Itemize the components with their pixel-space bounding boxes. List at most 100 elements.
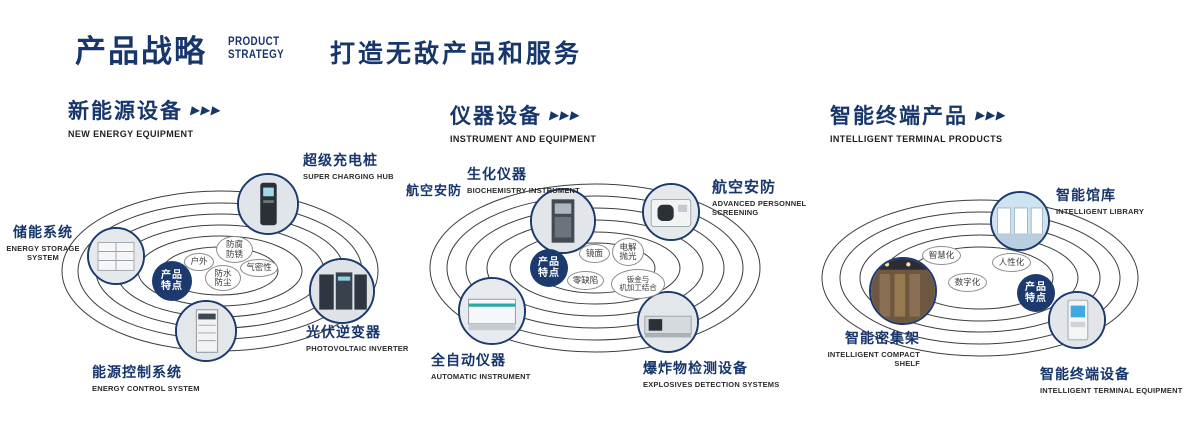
feature-line: 镜面 (585, 247, 603, 258)
product-name-en: ADVANCED PERSONNEL SCREENING (712, 199, 807, 217)
feature-bubble: 零缺陷 (567, 271, 604, 290)
feature-line: 机加工结合 (619, 283, 657, 292)
product-name: 智能密集架 (845, 330, 920, 346)
feature-bubble: 钣金与 机加工结合 (611, 269, 665, 299)
label-intelligent-compact-shelf: 智能密集架 INTELLIGENT COMPACT SHELF (822, 328, 920, 368)
feature-line: 钣金与 (626, 274, 650, 284)
feature-line: 人性化 (998, 256, 1025, 267)
feature-line: 气密性 (246, 262, 272, 273)
product-name-en: INTELLIGENT COMPACT SHELF (827, 350, 920, 368)
label-energy-storage: 储能系统 ENERGY STORAGE SYSTEM (2, 222, 84, 262)
product-name: 光伏逆变器 (306, 324, 381, 340)
badge-line1: 产品 (161, 269, 183, 281)
intelligent-library-image (992, 193, 1048, 249)
feature-line: 抛光 (619, 251, 637, 261)
slogan: 打造无敌产品和服务 (330, 40, 583, 68)
product-name: 超级充电桩 (303, 152, 378, 168)
triple-arrow-icon: ▶▶▶ (974, 108, 1009, 122)
product-name: 生化仪器 (467, 166, 527, 182)
product-biochemistry-instrument (530, 188, 596, 254)
badge-line2: 特点 (538, 268, 560, 279)
product-photovoltaic-inverter (309, 258, 375, 324)
product-intelligent-terminal (1048, 291, 1106, 349)
label-biochemistry-instrument: 生化仪器 BIOCHEMISTRY INSTRUMENT (467, 164, 580, 195)
product-energy-storage (87, 227, 145, 285)
product-name-en: EXPLOSIVES DETECTION SYSTEMS (643, 380, 780, 389)
intelligent-terminal-image (1050, 293, 1104, 347)
section-title-cn: 仪器设备 (450, 105, 542, 128)
intelligent-compact-shelf-image (871, 259, 935, 323)
feature-bubble: 智慧化 (922, 246, 961, 265)
page-title-en-line2: STRATEGY (228, 47, 285, 61)
feature-line: 防锈 (225, 248, 243, 259)
triple-arrow-icon: ▶▶▶ (548, 108, 583, 122)
section-title-new-energy: 新能源设备 ▶▶▶ NEW ENERGY EQUIPMENT (68, 95, 223, 139)
feature-line: 零缺陷 (572, 274, 599, 285)
product-features-badge: 产品 特点 (530, 249, 568, 287)
label-explosives-detection: 爆炸物检测设备 EXPLOSIVES DETECTION SYSTEMS (643, 358, 779, 389)
product-name: 智能馆库 (1056, 187, 1116, 203)
feature-bubble: 镜面 (579, 244, 610, 263)
feature-bubble: 数字化 (948, 273, 987, 292)
feature-bubble: 户外 (184, 253, 214, 271)
section-title-en: NEW ENERGY EQUIPMENT (68, 129, 194, 139)
personnel-screening-image (644, 185, 698, 239)
page-title-en-line1: PRODUCT (228, 34, 280, 48)
product-name: 航空安防 (712, 179, 777, 196)
feature-line: 智慧化 (928, 249, 955, 260)
product-intelligent-compact-shelf (869, 257, 937, 325)
section-title-cn: 新能源设备 (68, 100, 183, 123)
photovoltaic-inverter-image (311, 260, 373, 322)
label-personnel-screening: 航空安防 ADVANCED PERSONNEL SCREENING (712, 176, 808, 217)
product-name-en: AUTOMATIC INSTRUMENT (431, 372, 531, 381)
feature-line: 数字化 (954, 276, 981, 287)
badge-line1: 产品 (538, 256, 560, 268)
product-name-en: ENERGY CONTROL SYSTEM (92, 384, 200, 393)
product-explosives-detection (637, 291, 699, 353)
section-title-instrument: 仪器设备 ▶▶▶ INSTRUMENT AND EQUIPMENT (450, 100, 596, 144)
product-features-badge: 产品 特点 (1017, 274, 1055, 312)
feature-line: 电解 (619, 241, 637, 252)
label-photovoltaic-inverter: 光伏逆变器 PHOTOVOLTAIC INVERTER (306, 322, 409, 353)
product-name-en: PHOTOVOLTAIC INVERTER (306, 344, 409, 353)
feature-line: 户外 (190, 256, 208, 267)
product-name-en: ENERGY STORAGE SYSTEM (6, 244, 80, 262)
label-automatic-instrument: 全自动仪器 AUTOMATIC INSTRUMENT (431, 350, 531, 381)
product-super-charging-hub (237, 173, 299, 235)
automatic-instrument-image (460, 279, 524, 343)
product-name-en: SUPER CHARGING HUB (303, 172, 394, 181)
page-title: 产品战略 (75, 34, 207, 69)
product-personnel-screening (642, 183, 700, 241)
feature-bubble: 人性化 (992, 253, 1031, 272)
feature-bubble: 电解 抛光 (612, 238, 644, 266)
label-intelligent-terminal: 智能终端设备 INTELLIGENT TERMINAL EQUIPMENT (1040, 364, 1183, 395)
product-name-en: INTELLIGENT LIBRARY (1056, 207, 1145, 216)
feature-bubble: 气密性 (240, 259, 278, 277)
feature-bubble: 防腐 防锈 (216, 236, 253, 263)
energy-control-image (177, 302, 235, 360)
label-energy-control: 能源控制系统 ENERGY CONTROL SYSTEM (92, 362, 200, 393)
feature-line: 防水 (214, 267, 232, 278)
aviation-security-label: 航空安防 (406, 183, 463, 198)
badge-line2: 特点 (161, 281, 183, 292)
product-energy-control (175, 300, 237, 362)
feature-bubble: 防水 防尘 (205, 265, 241, 291)
badge-line1: 产品 (1025, 281, 1047, 293)
product-automatic-instrument (458, 277, 526, 345)
product-features-badge: 产品 特点 (152, 261, 192, 301)
explosives-detection-image (639, 293, 697, 351)
energy-storage-image (89, 229, 143, 283)
product-name-en: BIOCHEMISTRY INSTRUMENT (467, 186, 580, 195)
section-title-cn: 智能终端产品 (830, 105, 968, 128)
super-charging-hub-image (239, 175, 297, 233)
section-title-intelligent: 智能终端产品 ▶▶▶ INTELLIGENT TERMINAL PRODUCTS (830, 100, 1009, 144)
label-super-charging-hub: 超级充电桩 SUPER CHARGING HUB (303, 150, 394, 181)
product-name: 全自动仪器 (431, 352, 506, 368)
product-name: 爆炸物检测设备 (643, 360, 748, 376)
section-title-en: INSTRUMENT AND EQUIPMENT (450, 134, 597, 144)
feature-line: 防尘 (214, 277, 232, 287)
biochemistry-instrument-image (532, 190, 594, 252)
orbit-rings-instrument (429, 183, 761, 353)
product-name: 智能终端设备 (1040, 366, 1130, 382)
product-intelligent-library (990, 191, 1050, 251)
